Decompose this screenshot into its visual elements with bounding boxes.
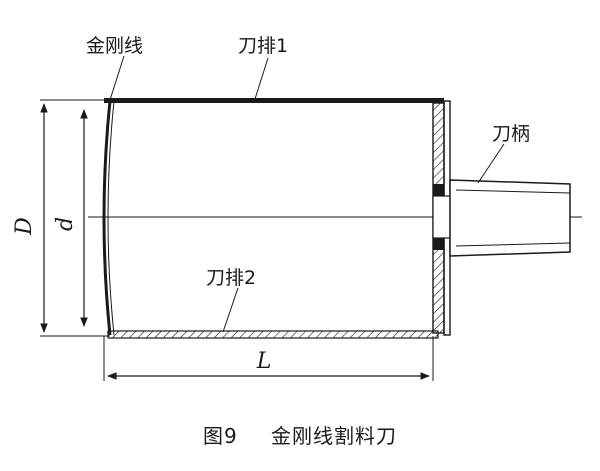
blade-row-1	[104, 98, 444, 103]
label-handle: 刀柄	[492, 123, 530, 145]
leader-diamond-wire	[109, 55, 125, 101]
hub-block-top	[433, 184, 444, 196]
leader-blade-row-2	[222, 287, 239, 333]
diamond-wire-inner	[107, 100, 115, 336]
figure-number: 图9	[202, 424, 238, 448]
label-diamond-wire: 金刚线	[86, 35, 143, 57]
handle-upper-edge-line	[455, 189, 571, 194]
blade-row-2	[107, 330, 439, 339]
figure-caption: 图9 金刚线割料刀	[0, 420, 600, 449]
figure-title: 金刚线割料刀	[271, 424, 398, 448]
label-blade-row-1: 刀排1	[238, 35, 288, 57]
dimension-d-label: d	[53, 217, 78, 231]
leader-blade-row-1	[254, 57, 269, 100]
dimension-L-label: L	[256, 349, 272, 374]
handle-lower-edge-line	[455, 242, 571, 247]
handle-shank	[449, 179, 571, 257]
dimension-D-label: D	[12, 217, 37, 236]
diamond-wire	[102, 100, 112, 336]
leader-handle	[477, 143, 505, 184]
label-blade-row-2: 刀排2	[206, 267, 256, 289]
hub-center	[432, 195, 451, 239]
hub-block-bottom	[433, 238, 444, 250]
